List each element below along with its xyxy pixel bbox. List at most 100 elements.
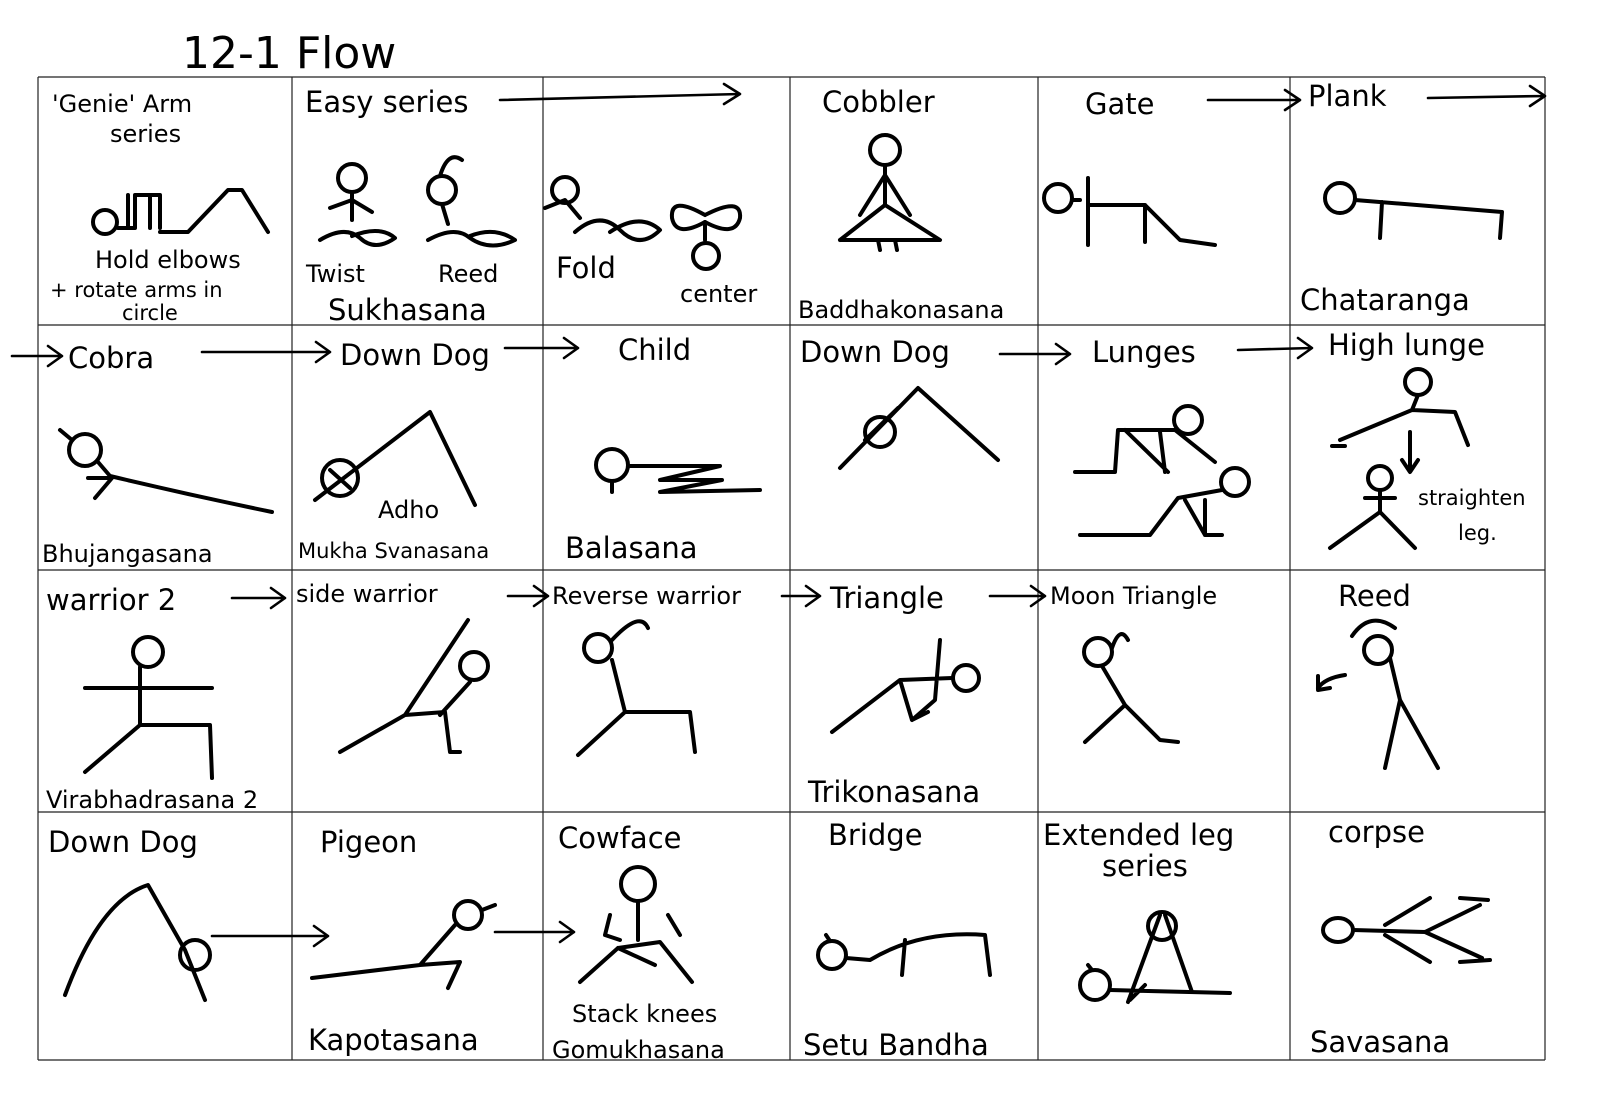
cell-triangle: Triangle Trikonasana <box>807 581 1047 809</box>
sanskrit-label: Virabhadrasana 2 <box>46 786 258 814</box>
cell-title: Down Dog <box>48 825 198 859</box>
cell-cobra: Cobra Bhujangasana <box>42 340 332 568</box>
cell-genie-arm-series: 'Genie' Arm series Hold elbows + rotate … <box>50 90 270 325</box>
arrow-icon <box>998 342 1072 366</box>
cell-title: Moon Triangle <box>1050 582 1217 610</box>
cell-title: corpse <box>1328 815 1425 849</box>
sanskrit-label: Mukha Svanasana <box>298 539 489 563</box>
lunge-figure <box>1073 404 1251 537</box>
side-warrior-figure <box>338 618 490 754</box>
cell-plank: Plank Chataranga <box>1300 79 1547 317</box>
sanskrit-label: Savasana <box>1310 1025 1450 1059</box>
arrow-icon <box>503 336 580 360</box>
fold-figure <box>543 175 662 242</box>
sanskrit-label: Kapotasana <box>308 1023 479 1057</box>
cell-gate: Gate <box>1042 87 1302 247</box>
cell-note-line3: circle <box>122 301 178 325</box>
cell-title-line2: series <box>110 120 181 148</box>
cell-title: Plank <box>1308 79 1387 113</box>
reed-pose-figure <box>1316 618 1440 770</box>
down-dog-figure <box>838 386 1000 470</box>
genie-arm-figure <box>91 188 270 236</box>
cell-title: Child <box>618 333 691 367</box>
pose-label: center <box>680 280 757 308</box>
cell-title: Reed <box>1338 579 1411 613</box>
cell-note-line2: leg. <box>1458 521 1497 545</box>
cell-title: Down Dog <box>800 335 950 369</box>
twist-figure <box>318 162 397 247</box>
arrow-icon <box>1426 84 1547 108</box>
arrow-icon <box>506 584 550 608</box>
sanskrit-label: Chataranga <box>1300 283 1470 317</box>
cell-extended-leg-series: Extended leg series <box>1043 818 1234 1004</box>
sanskrit-label: Setu Bandha <box>803 1028 989 1062</box>
sanskrit-label: Sukhasana <box>328 293 487 327</box>
cell-title-line2: series <box>1102 849 1188 883</box>
corpse-figure <box>1321 896 1492 964</box>
cell-note: Stack knees <box>572 1000 717 1028</box>
cell-cobbler: Cobbler Baddhakonasana <box>798 85 1004 324</box>
sanskrit-label: Bhujangasana <box>42 540 213 568</box>
cowface-figure <box>578 865 694 984</box>
arrow-icon <box>10 344 64 368</box>
center-figure <box>669 203 743 271</box>
cell-child: Child Balasana <box>565 333 762 565</box>
cobbler-figure <box>838 133 942 252</box>
triangle-figure <box>830 638 981 734</box>
pose-label: Twist <box>305 260 365 288</box>
sanskrit-label: Gomukhasana <box>552 1036 725 1064</box>
bridge-figure <box>816 932 992 977</box>
cell-title: Pigeon <box>320 825 417 859</box>
cell-title: Reverse warrior <box>552 582 741 610</box>
sanskrit-label: Trikonasana <box>807 775 980 809</box>
down-dog-figure <box>63 883 212 1002</box>
reverse-warrior-figure <box>576 619 697 757</box>
arrow-icon <box>988 584 1047 608</box>
cell-down-dog: Down Dog Adho Mukha Svanasana <box>298 336 580 563</box>
pose-label: Reed <box>438 260 498 288</box>
cell-title: High lunge <box>1328 328 1485 362</box>
cell-title: Extended leg <box>1043 818 1234 852</box>
cell-reed: Reed <box>1316 579 1440 770</box>
extended-leg-figure <box>1078 910 1232 1004</box>
cell-title: Triangle <box>829 581 944 615</box>
sheet-title: 12-1 Flow <box>182 28 396 79</box>
cell-down-dog-3: Down Dog <box>48 825 330 1002</box>
cell-title: Bridge <box>828 818 923 852</box>
cell-pigeon: Pigeon Kapotasana <box>308 825 576 1057</box>
arrow-icon <box>210 924 330 948</box>
cell-note: Adho <box>378 496 439 524</box>
sanskrit-label: Baddhakonasana <box>798 296 1004 324</box>
arrow-icon <box>493 920 576 944</box>
cell-title: Cowface <box>558 821 681 855</box>
cell-note: Hold elbows <box>95 246 241 274</box>
cell-reverse-warrior: Reverse warrior <box>552 582 822 757</box>
reed-figure <box>426 155 517 248</box>
arrow-icon <box>780 584 822 608</box>
cell-moon-triangle: Moon Triangle <box>1050 582 1217 744</box>
sanskrit-label: Balasana <box>565 531 698 565</box>
moon-triangle-figure <box>1082 632 1180 744</box>
cell-title: Down Dog <box>340 338 490 372</box>
arrow-icon <box>230 586 287 610</box>
arrow-icon <box>200 340 332 364</box>
cell-title: warrior 2 <box>46 583 176 617</box>
cell-title: Cobra <box>68 341 154 375</box>
cobra-figure <box>58 428 274 514</box>
arrow-icon <box>1236 336 1314 360</box>
chaturanga-figure <box>1323 181 1504 240</box>
cell-title: Cobbler <box>822 85 935 119</box>
cell-title: 'Genie' Arm <box>52 90 192 118</box>
arrow-icon <box>1206 88 1302 112</box>
cell-title: Easy series <box>305 85 468 119</box>
gate-figure <box>1042 176 1217 247</box>
cell-corpse: corpse Savasana <box>1310 815 1492 1059</box>
cell-note: straighten <box>1418 486 1526 510</box>
warrior-2-figure <box>83 635 214 780</box>
pigeon-figure <box>310 899 497 990</box>
arrow-icon <box>498 82 742 106</box>
cell-lunges: Lunges <box>1073 335 1314 537</box>
cell-easy-series: Easy series Twist Reed Fold center Sukha… <box>305 82 757 327</box>
cell-bridge: Bridge Setu Bandha <box>803 818 992 1062</box>
